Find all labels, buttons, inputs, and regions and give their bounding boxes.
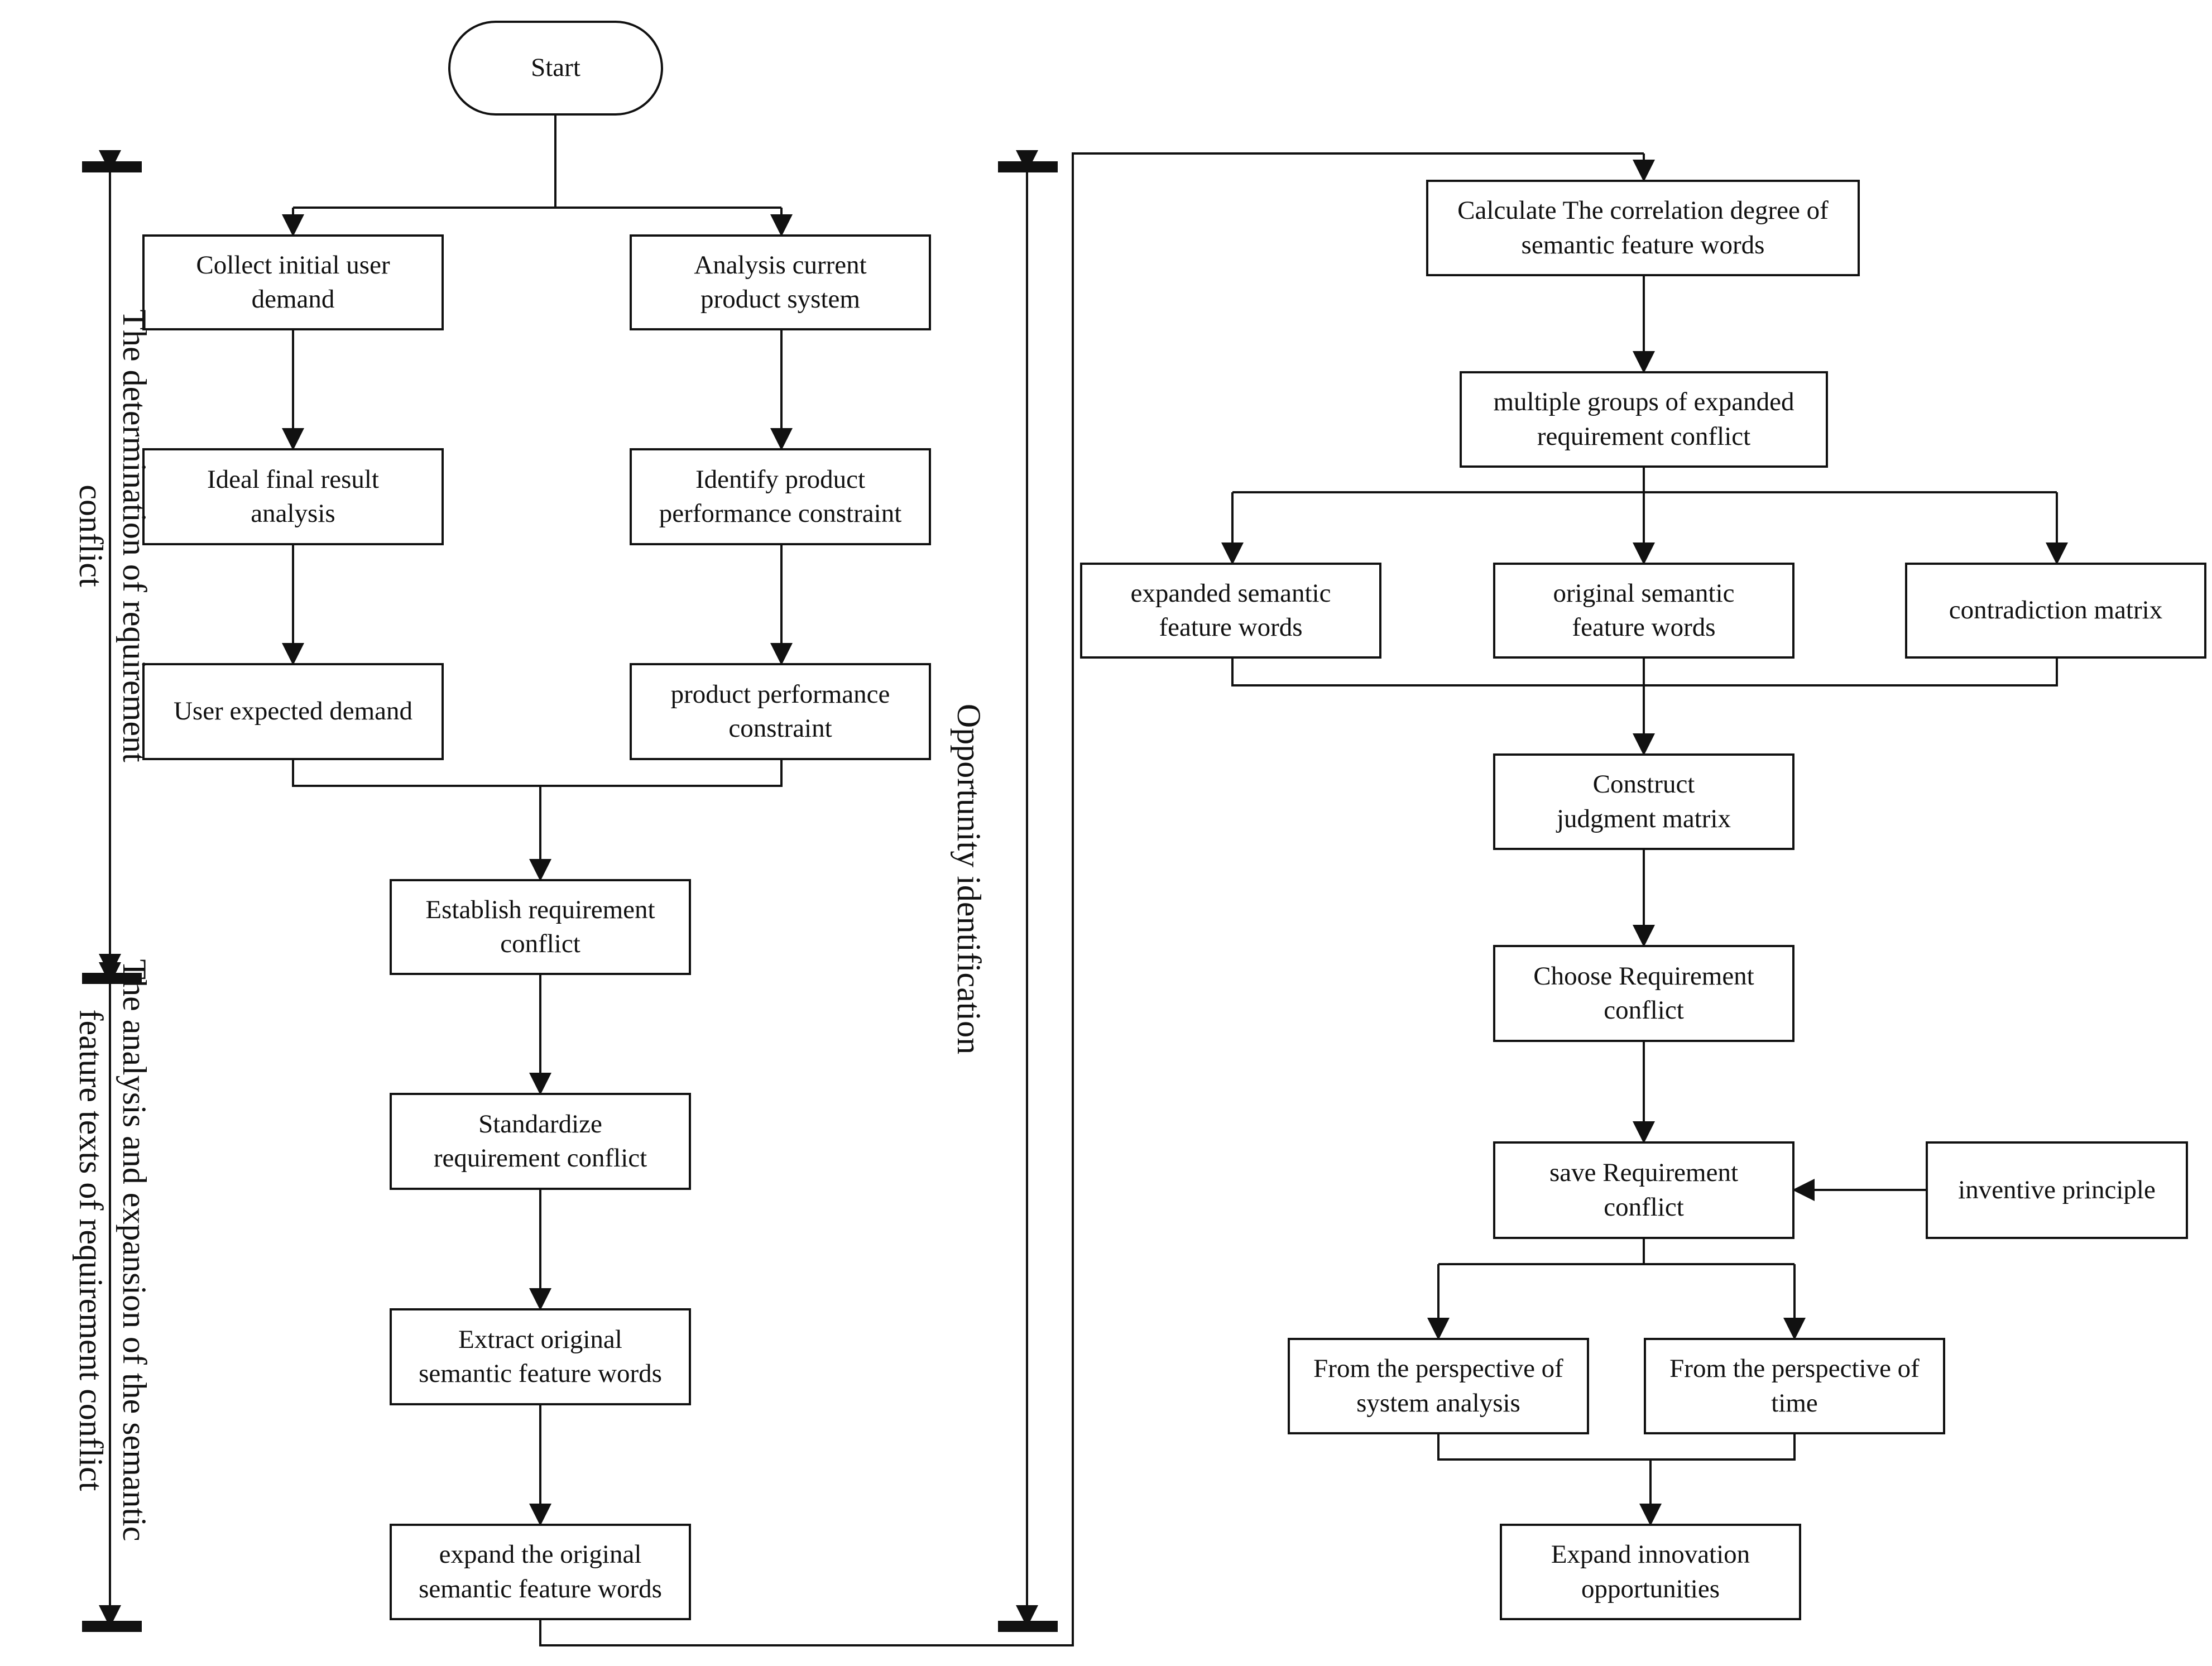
phase-label-determination: The determination of requirement conflic… <box>73 309 153 762</box>
phase-tick-bottom-right <box>998 1621 1058 1632</box>
phase-label-opportunity: Opportunity identification <box>951 703 987 1055</box>
system-analysis-node: From the perspective of system analysis <box>1288 1338 1589 1434</box>
inventive-principle-node: inventive principle <box>1926 1141 2188 1239</box>
save-conflict-node: save Requirement conflict <box>1493 1141 1794 1239</box>
phase-label-analysis: The analysis and expansion of the semant… <box>73 959 153 1542</box>
phase-tick-bottom-left <box>82 1621 142 1632</box>
user-expected-node: User expected demand <box>142 663 444 760</box>
connector-expand-to-calc <box>539 152 1644 1646</box>
establish-conflict-node: Establish requirement conflict <box>390 879 691 975</box>
connector-save-split <box>1438 1239 1794 1265</box>
phase-tick-top-left <box>82 161 142 172</box>
expand-innovation-node: Expand innovation opportunities <box>1500 1524 1801 1620</box>
expand-original-node: expand the original semantic feature wor… <box>390 1524 691 1620</box>
phase-tick-top-right <box>998 161 1058 172</box>
connector-start-split <box>293 114 781 209</box>
connector-merge-innov <box>1437 1434 1796 1524</box>
connector-merge-establish <box>292 760 783 879</box>
standardize-conflict-node: Standardize requirement conflict <box>390 1093 691 1190</box>
extract-words-node: Extract original semantic feature words <box>390 1308 691 1405</box>
identify-constraint-node: Identify product performance constraint <box>630 448 931 545</box>
construct-matrix-node: Construct judgment matrix <box>1493 753 1794 850</box>
multiple-groups-node: multiple groups of expanded requirement … <box>1460 371 1828 468</box>
connector-multi-split <box>1232 468 2057 493</box>
time-perspective-node: From the perspective of time <box>1644 1338 1945 1434</box>
expanded-words-node: expanded semantic feature words <box>1080 563 1381 659</box>
phase-tick-mid-left <box>82 973 142 984</box>
ideal-result-node: Ideal final result analysis <box>142 448 444 545</box>
original-words-node: original semantic feature words <box>1493 563 1794 659</box>
contradiction-matrix-node: contradiction matrix <box>1905 563 2206 659</box>
choose-conflict-node: Choose Requirement conflict <box>1493 945 1794 1042</box>
calculate-correlation-node: Calculate The correlation degree of sema… <box>1426 180 1860 276</box>
performance-constraint-node: product performance constraint <box>630 663 931 760</box>
analysis-product-node: Analysis current product system <box>630 234 931 330</box>
collect-demand-node: Collect initial user demand <box>142 234 444 330</box>
start-node: Start <box>448 21 663 116</box>
